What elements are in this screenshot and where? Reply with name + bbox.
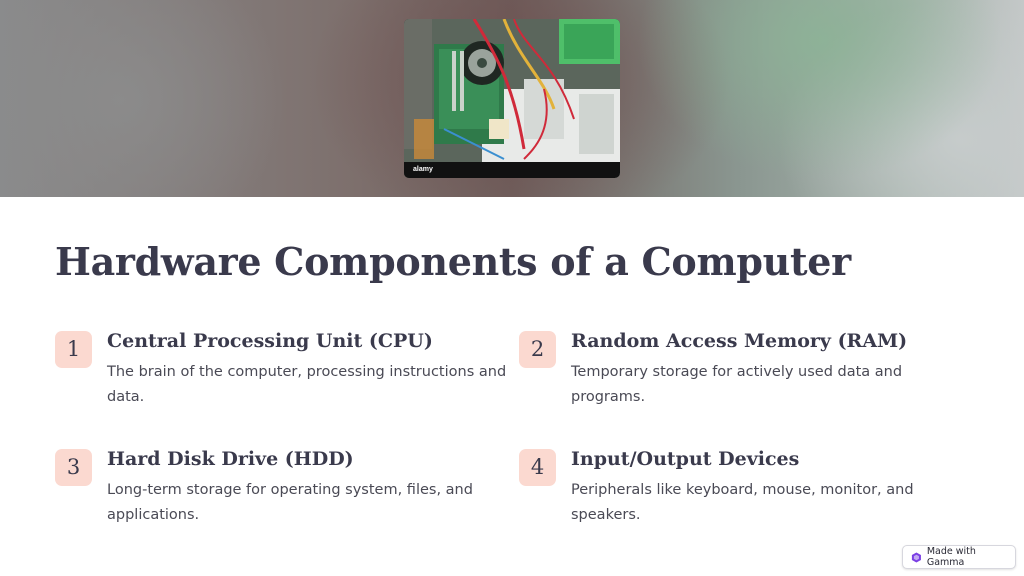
watermark-logo: alamy [413,166,433,173]
made-with-gamma-button[interactable]: Made with Gamma [902,545,1016,569]
item-description: The brain of the computer, processing in… [107,364,507,405]
item-title: Central Processing Unit (CPU) [107,330,433,352]
item-title: Input/Output Devices [571,448,800,470]
header-banner: alamy [0,0,1024,197]
photo-watermark-bar: alamy [404,162,620,178]
number-badge: 1 [55,331,92,368]
page-title: Hardware Components of a Computer [55,239,851,284]
computer-motherboard-photo: alamy [404,19,620,178]
item-title: Hard Disk Drive (HDD) [107,448,354,470]
number-badge: 2 [519,331,556,368]
item-title: Random Access Memory (RAM) [571,330,908,352]
item-description: Peripherals like keyboard, mouse, monito… [571,482,914,523]
motherboard-illustration [404,19,620,178]
item-description: Long-term storage for operating system, … [107,482,473,523]
made-with-gamma-label: Made with Gamma [926,546,976,568]
item-description: Temporary storage for actively used data… [571,364,903,405]
gamma-logo-icon [911,552,921,562]
number-badge: 3 [55,449,92,486]
number-badge: 4 [519,449,556,486]
